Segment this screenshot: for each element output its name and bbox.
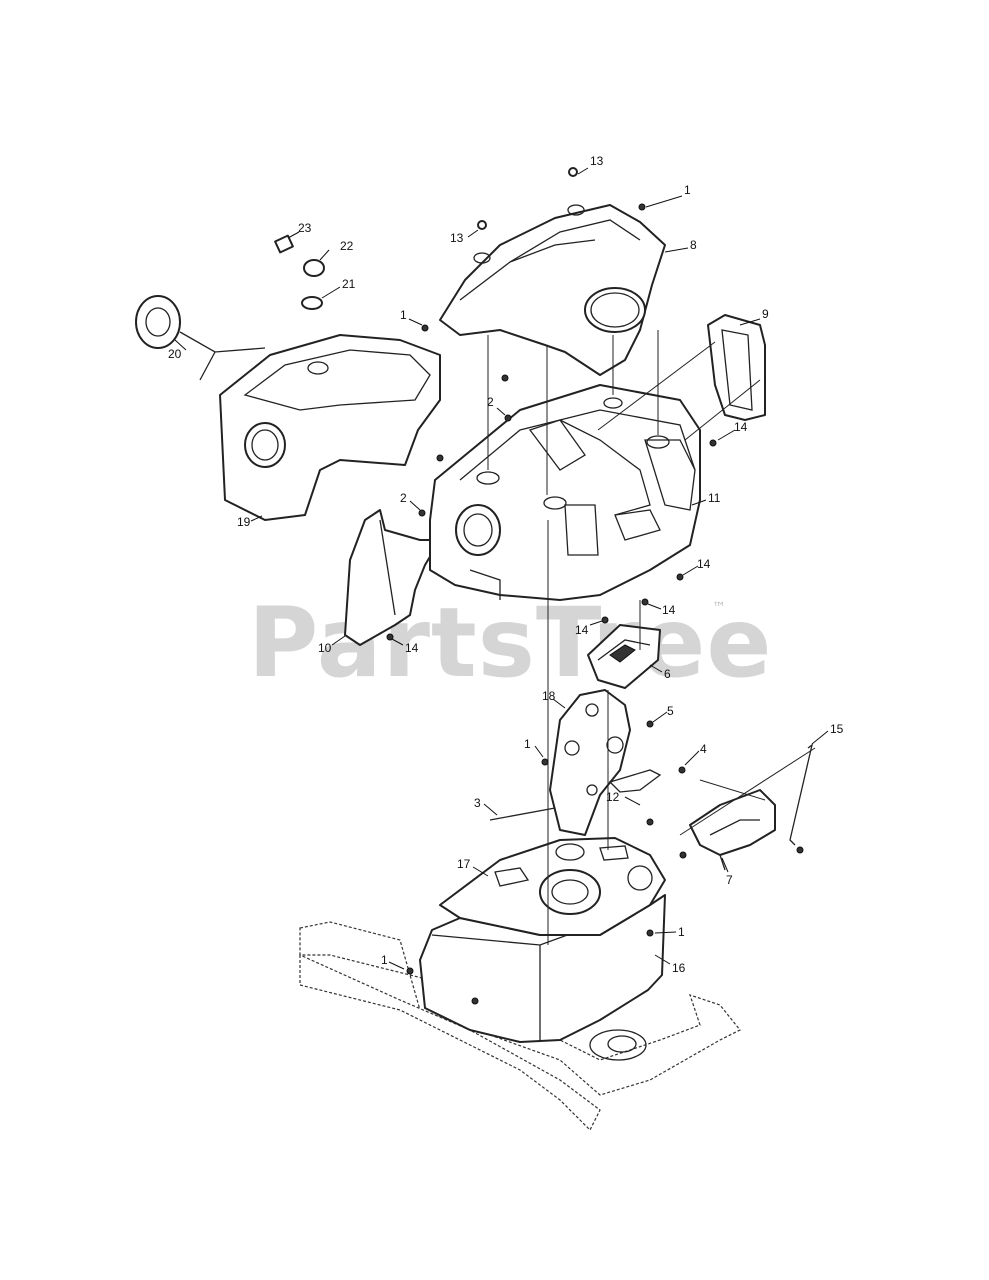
- callout-4: 4: [700, 742, 707, 756]
- callout-5: 5: [667, 704, 674, 718]
- steering-bracket: [549, 689, 631, 836]
- callout-14: 14: [405, 641, 419, 655]
- callout-11: 11: [708, 491, 721, 505]
- callout-12: 12: [606, 790, 620, 804]
- callout-3: 3: [474, 796, 481, 810]
- fuel-cap: [135, 295, 266, 381]
- callout-6: 6: [664, 667, 671, 681]
- callout-14: 14: [734, 420, 748, 434]
- hardware-fasteners: [386, 203, 804, 1005]
- knob-13b: [477, 220, 487, 230]
- watermark-trademark: ™: [712, 600, 726, 616]
- callout-16: 16: [672, 961, 686, 975]
- callout-2: 2: [400, 491, 407, 505]
- callout-21: 21: [342, 277, 356, 291]
- callout-19: 19: [237, 515, 251, 529]
- callout-14: 14: [575, 623, 589, 637]
- callout-1: 1: [381, 953, 388, 967]
- gauge-housing: [303, 259, 325, 277]
- lower-dash-top-panel: [439, 837, 666, 936]
- right-side-panel: [707, 314, 766, 421]
- callout-15: 15: [830, 722, 844, 736]
- callout-1: 1: [524, 737, 531, 751]
- callout-22: 22: [340, 239, 354, 253]
- leader-lines: [174, 167, 829, 970]
- mounting-bracket: [587, 624, 661, 689]
- callout-9: 9: [762, 307, 769, 321]
- assembly-guide-lines: [487, 330, 816, 945]
- callout-2: 2: [487, 395, 494, 409]
- gauge-grommet: [301, 296, 323, 310]
- callout-13: 13: [590, 154, 604, 168]
- switch-bracket: [689, 789, 776, 871]
- callout-10: 10: [318, 641, 332, 655]
- callout-23: 23: [298, 221, 312, 235]
- spring-clip: [608, 769, 662, 793]
- callout-1: 1: [400, 308, 407, 322]
- callout-17: 17: [457, 857, 471, 871]
- link-rod: [789, 743, 814, 846]
- knob-13a: [568, 167, 578, 177]
- upper-dash-body: [429, 384, 701, 601]
- gauge-cap: [274, 234, 294, 254]
- callout-8: 8: [690, 238, 697, 252]
- callout-13: 13: [450, 231, 464, 245]
- fuel-tank: [219, 334, 441, 521]
- callouts: 13 13 1 8 23 22 21 1 9 20 2 14 2 11 19 1…: [168, 154, 844, 975]
- callout-20: 20: [168, 347, 182, 361]
- callout-7: 7: [726, 873, 733, 887]
- rod: [489, 807, 556, 821]
- callout-18: 18: [542, 689, 556, 703]
- callout-1: 1: [678, 925, 685, 939]
- callout-14: 14: [697, 557, 711, 571]
- top-hood: [439, 204, 666, 376]
- callout-14: 14: [662, 603, 676, 617]
- callout-1: 1: [684, 183, 691, 197]
